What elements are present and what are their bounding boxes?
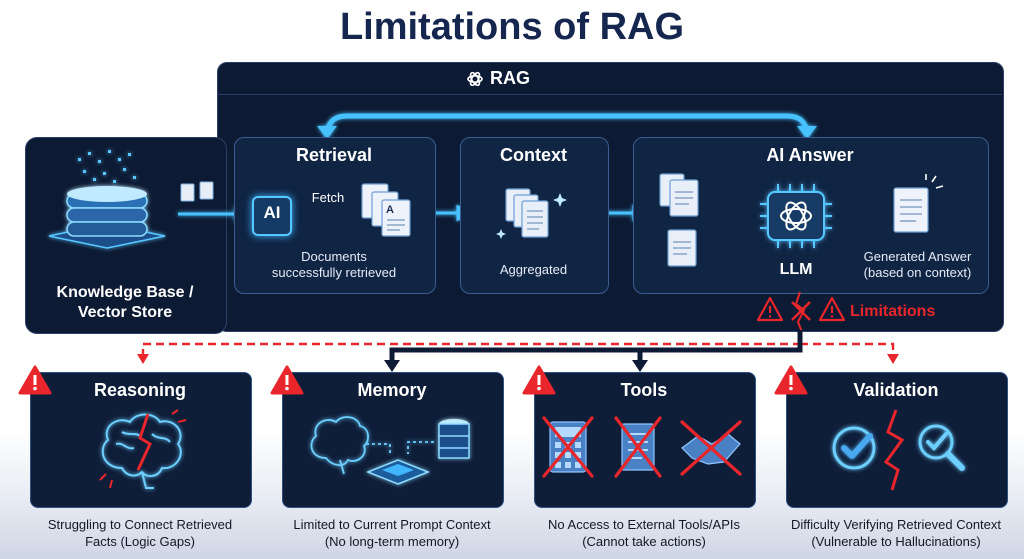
crossed-tools-icon bbox=[542, 416, 742, 478]
validation-title: Validation bbox=[853, 380, 939, 400]
fetch-label: Fetch bbox=[311, 190, 345, 205]
rag-header bbox=[217, 62, 1002, 95]
memory-card bbox=[282, 372, 504, 508]
reasoning-caption-line1: Struggling to Connect Retrieved bbox=[47, 517, 233, 532]
context-title: Context bbox=[500, 145, 567, 165]
memory-caption-line2: (No long-term memory) bbox=[324, 534, 460, 549]
fetched-documents-icon bbox=[361, 183, 411, 237]
generated-answer-document-icon bbox=[893, 174, 944, 233]
tools-caption-line1: No Access to External Tools/APIs bbox=[548, 517, 740, 532]
broken-brain-icon bbox=[99, 409, 187, 489]
retrieval-caption-line2: successfully retrieved bbox=[271, 265, 397, 280]
ai-answer-title: AI Answer bbox=[766, 145, 854, 165]
limitations-label: Limitations bbox=[850, 303, 936, 320]
ai-chip-label: AI bbox=[263, 203, 281, 222]
broken-check-icon bbox=[832, 409, 965, 491]
validation-card bbox=[786, 372, 1008, 508]
retrieval-title: Retrieval bbox=[295, 145, 373, 165]
knowledge-base-label-line2: Vector Store bbox=[77, 304, 173, 321]
ai-answer-caption-line1: Generated Answer bbox=[863, 249, 972, 264]
memory-caption-line1: Limited to Current Prompt Context bbox=[293, 517, 491, 532]
ai-chip-icon bbox=[252, 196, 292, 236]
database-server-icon bbox=[48, 150, 166, 249]
retrieval-caption-line1: Documents bbox=[301, 249, 367, 264]
page-title: Limitations of RAG bbox=[339, 6, 685, 48]
tools-caption-line2: (Cannot take actions) bbox=[582, 534, 706, 549]
llm-chip-icon bbox=[760, 184, 832, 248]
aggregated-documents-icon bbox=[496, 188, 567, 239]
rag-label: RAG bbox=[490, 68, 530, 88]
reasoning-card bbox=[30, 372, 252, 508]
reasoning-title: Reasoning bbox=[93, 380, 186, 400]
ai-answer-caption-line2: (based on context) bbox=[863, 265, 972, 280]
context-caption: Aggregated bbox=[499, 262, 568, 277]
input-documents-icon bbox=[659, 173, 699, 267]
memory-title: Memory bbox=[357, 380, 427, 400]
small-documents-icon bbox=[180, 181, 214, 202]
document-letter: A bbox=[386, 204, 394, 216]
validation-caption-line2: (Vulnerable to Hallucinations) bbox=[811, 534, 981, 549]
tools-title: Tools bbox=[620, 380, 668, 400]
llm-label: LLM bbox=[779, 261, 813, 278]
brain-chip-database-icon bbox=[310, 416, 470, 485]
knowledge-base-label-line1: Knowledge Base / bbox=[56, 284, 194, 301]
openai-logo-icon bbox=[467, 71, 483, 87]
reasoning-caption-line2: Facts (Logic Gaps) bbox=[85, 534, 195, 549]
validation-caption-line1: Difficulty Verifying Retrieved Context bbox=[790, 517, 1002, 532]
